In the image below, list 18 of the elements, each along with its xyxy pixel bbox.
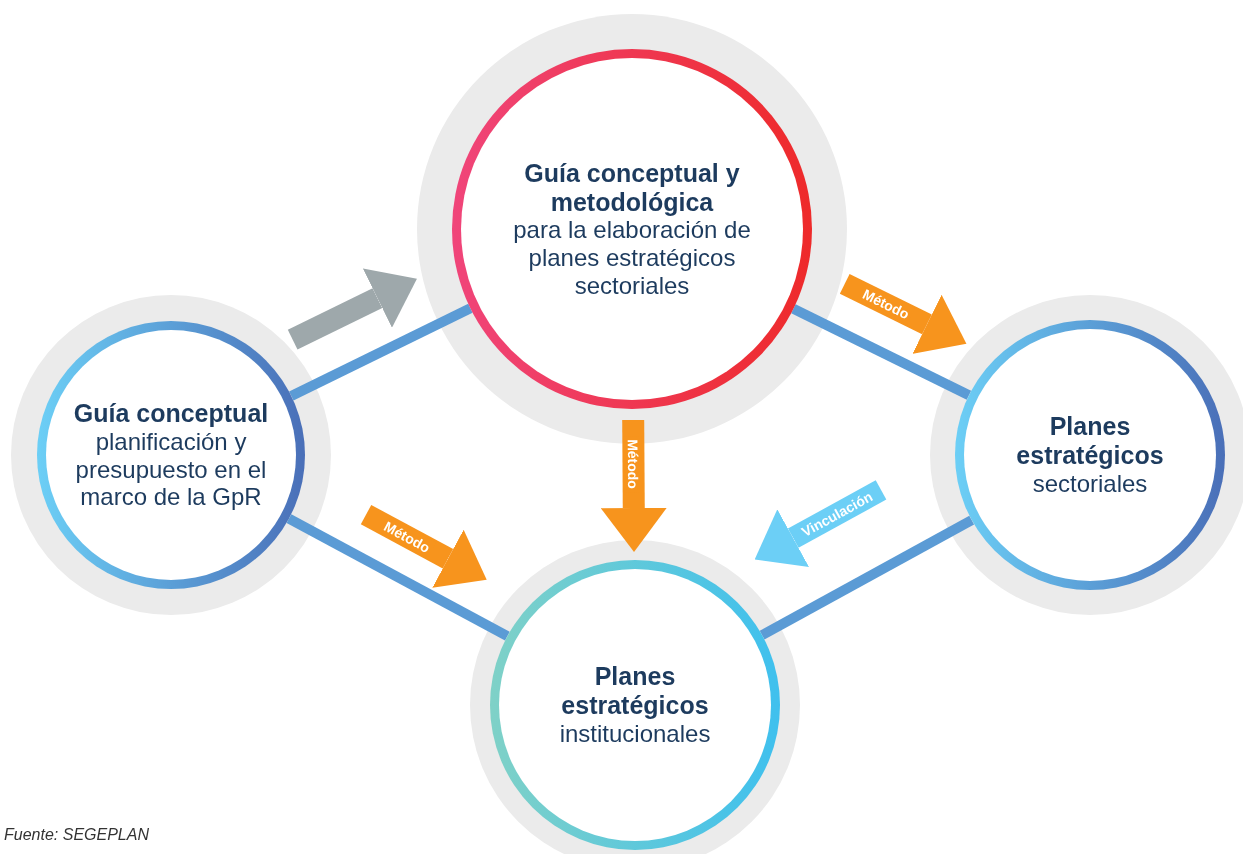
- connector-line: [759, 515, 975, 640]
- block-arrow: [839, 273, 967, 354]
- node-heading: Planes estratégicos: [560, 662, 710, 720]
- connector-line: [289, 303, 473, 401]
- block-arrow: [600, 419, 667, 552]
- node-text: para la elaboración de planes estratégicos sectoriales: [512, 216, 752, 300]
- node-heading: Guía conceptual y metodológica: [523, 158, 741, 217]
- block-arrow: [360, 504, 487, 588]
- source-caption: Fuente: SEGEPLAN: [4, 826, 149, 844]
- node-heading: Planes estratégicos: [1015, 412, 1165, 470]
- connector-line: [791, 304, 972, 400]
- block-arrow: [287, 268, 417, 350]
- block-arrow: [754, 480, 887, 568]
- node-text: planificación y presupuesto en el marco de la GpR: [74, 428, 268, 511]
- connector-line: [286, 514, 510, 641]
- node-heading: Guía conceptual: [73, 399, 269, 428]
- node-text: sectoriales: [1032, 469, 1148, 498]
- node-text: institucionales: [559, 719, 711, 748]
